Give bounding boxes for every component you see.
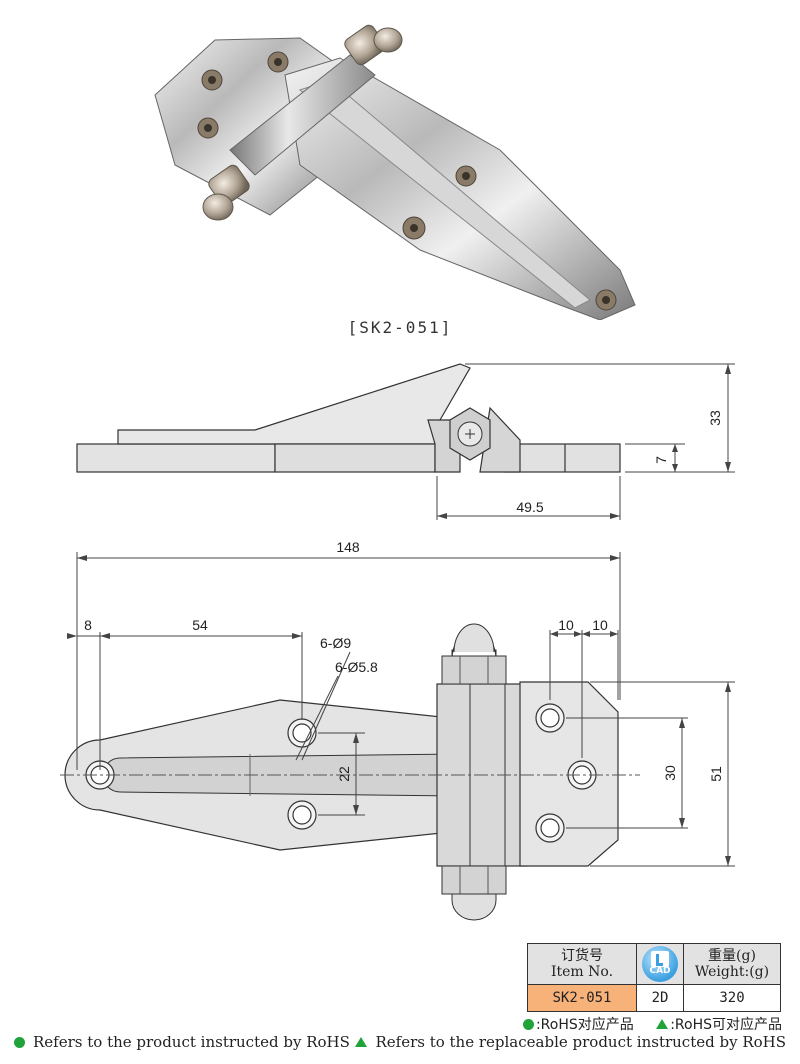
product-photo (154, 24, 636, 320)
photo-top-nut (344, 24, 403, 66)
dim-small-hole-count: 6-Ø9 (320, 635, 351, 651)
cad-type-value: 2D (636, 984, 684, 1012)
dim-hole-spacing: 54 (192, 617, 208, 633)
dim-large-hole-count: 6-Ø5.8 (335, 659, 378, 675)
legend-rohs: Refers to the product instructed by RoHS (14, 1033, 350, 1051)
photo-holes (197, 51, 617, 311)
dim-bracket-offset-left: 10 (558, 617, 574, 633)
header-weight: 重量(g) Weight:(g) (683, 943, 781, 985)
rohs-triangle-icon (656, 1019, 669, 1029)
rohs-dot-icon (522, 1019, 534, 1030)
dim-bracket-offset-right: 10 (592, 617, 608, 633)
spec-table: 订货号 Item No. CAD 重量(g) Weight:(g) SK2-05… (527, 943, 781, 1012)
legend-rohs-replaceable: Refers to the replaceable product instru… (355, 1033, 786, 1051)
rohs-triangle-icon (355, 1037, 368, 1047)
top-view-drawing: 148 8 54 6-Ø9 6-Ø5.8 22 10 10 30 51 (60, 539, 735, 921)
top-view-dimensions (67, 552, 735, 867)
rohs-dot-icon (14, 1037, 25, 1048)
dim-overall-length: 148 (336, 539, 360, 555)
photo-knuckle (229, 54, 376, 176)
dim-pin-to-end: 49.5 (516, 499, 543, 515)
dim-bracket-height: 51 (708, 766, 724, 782)
product-code-label: [SK2-051] (347, 318, 453, 337)
dim-bracket-hole-spacing: 30 (662, 765, 678, 781)
legend-en: Refers to the product instructed by RoHS… (14, 1033, 786, 1051)
dim-end-offset: 8 (84, 617, 92, 633)
side-view-hex-nut (449, 407, 491, 461)
item-no-value: SK2-051 (527, 984, 637, 1012)
dim-total-height: 33 (707, 410, 723, 426)
header-item-no: 订货号 Item No. (527, 943, 637, 985)
header-cad: CAD (636, 943, 684, 985)
dim-vertical-hole-spacing: 22 (336, 766, 352, 782)
cad-icon: CAD (642, 946, 678, 982)
top-view-bottom-nut (441, 865, 507, 921)
side-view-dimensions (436, 363, 735, 520)
top-view-holes (85, 703, 597, 843)
top-view-top-nut (441, 623, 507, 685)
legend-cn: :RoHS对应产品 :RoHS可对应产品 (522, 1014, 782, 1034)
photo-bottom-nut (202, 164, 250, 221)
dim-leaf-height: 7 (653, 456, 669, 464)
side-view-drawing: 33 7 49.5 (76, 363, 735, 520)
weight-value: 320 (683, 984, 781, 1012)
